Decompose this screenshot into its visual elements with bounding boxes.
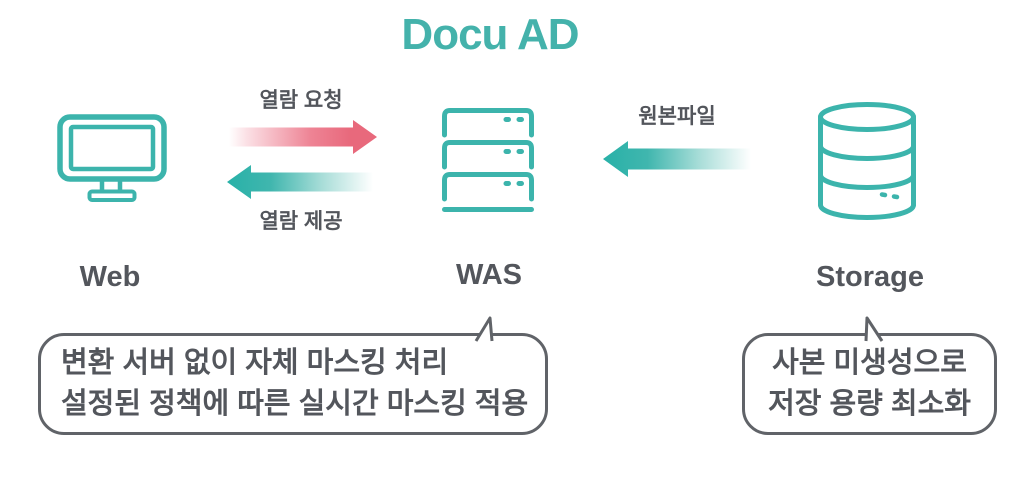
original-file-arrow [603, 141, 751, 177]
was-callout: 변환 서버 없이 자체 마스킹 처리 설정된 정책에 따른 실시간 마스킹 적용 [38, 316, 548, 435]
storage-callout-line-2: 저장 용량 최소화 [768, 388, 971, 420]
storage-callout: 사본 미생성으로 저장 용량 최소화 [742, 316, 997, 435]
request-arrow [229, 120, 377, 154]
was-callout-line-1: 변환 서버 없이 자체 마스킹 처리 [61, 347, 449, 379]
page-title: Docu AD [401, 10, 579, 59]
provide-arrow [227, 165, 373, 199]
was-callout-line-2: 설정된 정책에 따른 실시간 마스킹 적용 [61, 388, 529, 420]
original-file-arrow-label: 원본파일 [638, 105, 716, 128]
request-arrow-label: 열람 요청 [259, 89, 343, 112]
database-icon [818, 102, 916, 220]
provide-arrow-label: 열람 제공 [259, 210, 343, 233]
storage-callout-line-1: 사본 미생성으로 [772, 347, 967, 379]
server-icon [442, 108, 534, 212]
web-node-label: Web [79, 261, 141, 293]
storage-callout-tail-icon [864, 316, 884, 342]
was-callout-tail-icon [474, 316, 494, 342]
monitor-icon [57, 114, 167, 202]
storage-node-label: Storage [816, 261, 924, 293]
was-node-label: WAS [455, 259, 523, 291]
